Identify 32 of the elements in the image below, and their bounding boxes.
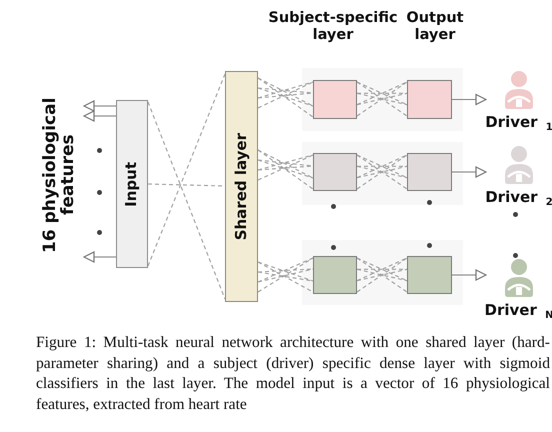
column-heading: Subject-specific layer: [267, 10, 399, 45]
layer-box: [313, 80, 357, 119]
connection-lines: [257, 149, 314, 190]
arrow: [452, 166, 487, 178]
connection-lines: [257, 257, 314, 293]
arrow: [83, 100, 116, 112]
connection-lines: [147, 73, 226, 300]
task-panel: [302, 240, 463, 305]
arrow: [83, 251, 116, 263]
figure-caption: Figure 1: Multi-task neural network architecture with one shared layer (hard-parameter sharing) and a subject (driver) specific dense layer with sigmoid classifiers in the last layer. The model input is a vector of 16 physiological features, extracted from heart rate: [36, 333, 550, 414]
shared-layer-box: [225, 71, 258, 302]
layer-box: [407, 256, 452, 294]
connection-lines: [356, 257, 408, 293]
task-panel: [302, 142, 463, 205]
input-layer-box: [116, 100, 148, 268]
connection-lines: [356, 154, 408, 190]
layer-box: [407, 80, 452, 119]
arrow: [452, 94, 487, 106]
driver-label: Driver $_{1}$: [485, 113, 552, 133]
arrow: [452, 269, 487, 281]
connection-lines: [257, 77, 314, 118]
layer-box: [407, 153, 452, 191]
layer-label: Input: [124, 162, 140, 206]
driver-label: Driver $_{2}$: [485, 188, 552, 208]
connection-lines: [356, 81, 408, 117]
arrow: [83, 110, 116, 122]
column-heading: Output layer: [405, 10, 465, 45]
layer-box: [313, 256, 357, 294]
layer-label: Shared layer: [234, 132, 250, 240]
feature-label: 16 physiological features: [36, 92, 84, 258]
task-panel: [302, 68, 463, 131]
layer-box: [313, 153, 357, 191]
